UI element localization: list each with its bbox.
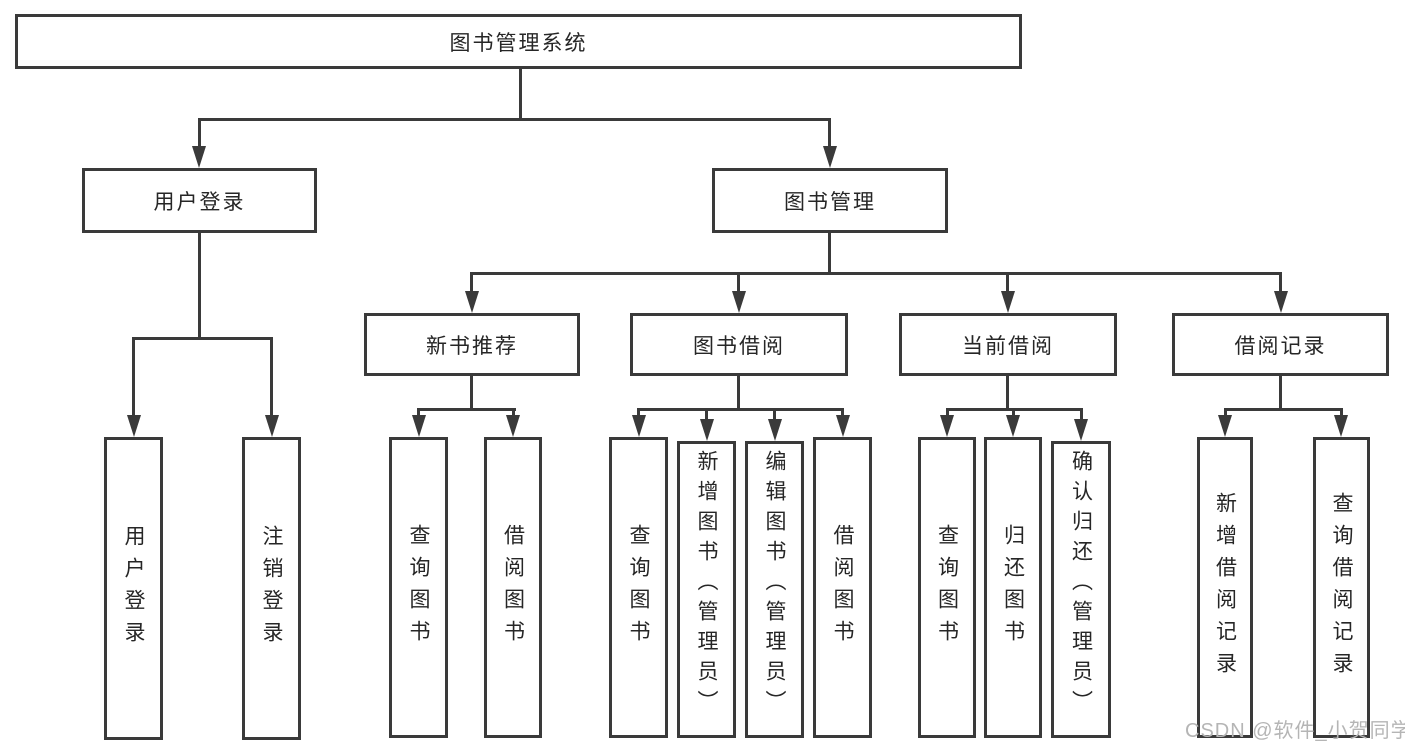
- arrow-down-icon: [1218, 415, 1232, 437]
- node-current-borrow: 当前借阅: [899, 313, 1117, 376]
- edge-newbookrec-d2: [512, 408, 515, 415]
- edge-bookborrow-branch: [637, 408, 844, 411]
- leaf-current-return-label: 归还图书: [1001, 523, 1025, 652]
- csdn-watermark: CSDN @软件_小贺同学: [1185, 720, 1405, 742]
- edge-to-borrowrecord: [1279, 272, 1282, 291]
- edge-userlogin-stem: [198, 233, 201, 337]
- leaf-newbook-query: 查询图书: [389, 437, 448, 738]
- leaf-borrow-query: 查询图书: [609, 437, 668, 738]
- leaf-current-confirm-label: 确认归还（管理员）: [1069, 450, 1093, 720]
- arrow-down-icon: [1006, 415, 1020, 437]
- edge-bookborrow-stem: [737, 376, 740, 408]
- edge-newbookrec-branch: [417, 408, 516, 411]
- arrow-down-icon: [732, 291, 746, 313]
- arrow-down-icon: [700, 419, 714, 441]
- arrow-down-icon: [412, 415, 426, 437]
- arrow-down-icon: [1334, 415, 1348, 437]
- edge-borrowrecord-d2: [1340, 408, 1343, 415]
- node-book-mgmt-label: 图书管理: [784, 190, 876, 214]
- edge-userlogin-to-logout: [270, 337, 273, 415]
- edge-bookborrow-d2: [705, 408, 708, 419]
- arrow-down-icon: [192, 146, 206, 168]
- edge-userlogin-branch: [132, 337, 272, 340]
- node-current-borrow-label: 当前借阅: [962, 334, 1054, 358]
- leaf-borrow-edit: 编辑图书（管理员）: [745, 441, 804, 738]
- edge-to-currentborrow: [1006, 272, 1009, 291]
- arrow-down-icon: [632, 415, 646, 437]
- arrow-down-icon: [823, 146, 837, 168]
- arrow-down-icon: [768, 419, 782, 441]
- edge-root-to-userlogin: [198, 118, 201, 146]
- node-borrow-record-label: 借阅记录: [1234, 334, 1327, 358]
- edge-currentborrow-d2: [1012, 408, 1015, 415]
- arrow-down-icon: [127, 415, 141, 437]
- edge-bookmgmt-stem: [828, 233, 831, 272]
- leaf-borrow-edit-label: 编辑图书（管理员）: [763, 450, 786, 720]
- node-book-mgmt: 图书管理: [712, 168, 948, 233]
- leaf-current-confirm: 确认归还（管理员）: [1051, 441, 1111, 738]
- edge-borrowrecord-branch: [1224, 408, 1343, 411]
- edge-newbookrec-d1: [417, 408, 420, 415]
- edge-root-to-bookmgmt: [828, 118, 831, 146]
- edge-bookborrow-d4: [841, 408, 844, 415]
- arrow-down-icon: [506, 415, 520, 437]
- leaf-logout-label: 注销登录: [260, 524, 283, 653]
- node-user-login: 用户登录: [82, 168, 317, 233]
- leaf-logout: 注销登录: [242, 437, 301, 740]
- arrow-down-icon: [265, 415, 279, 437]
- leaf-borrow-add-label: 新增图书（管理员）: [695, 450, 718, 720]
- leaf-user-login-label: 用户登录: [122, 524, 145, 653]
- edge-newbookrec-stem: [470, 376, 473, 408]
- edge-root-stem: [519, 69, 522, 118]
- edge-userlogin-to-login: [132, 337, 135, 415]
- leaf-current-query: 查询图书: [918, 437, 976, 738]
- leaf-record-add: 新增借阅记录: [1197, 437, 1253, 738]
- arrow-down-icon: [836, 415, 850, 437]
- leaf-newbook-borrow: 借阅图书: [484, 437, 542, 738]
- arrow-down-icon: [1074, 419, 1088, 441]
- edge-to-bookborrow: [737, 272, 740, 291]
- leaf-borrow-query-label: 查询图书: [627, 523, 650, 652]
- edge-to-newbookrec: [470, 272, 473, 291]
- node-new-book-rec-label: 新书推荐: [426, 334, 518, 358]
- leaf-borrow-add: 新增图书（管理员）: [677, 441, 736, 738]
- leaf-record-query-label: 查询借阅记录: [1330, 491, 1353, 684]
- leaf-newbook-query-label: 查询图书: [407, 523, 430, 652]
- arrow-down-icon: [465, 291, 479, 313]
- leaf-record-query: 查询借阅记录: [1313, 437, 1370, 738]
- node-book-borrow: 图书借阅: [630, 313, 848, 376]
- node-user-login-label: 用户登录: [153, 190, 246, 214]
- leaf-current-return: 归还图书: [984, 437, 1042, 738]
- node-root-label: 图书管理系统: [449, 31, 588, 55]
- leaf-current-query-label: 查询图书: [935, 523, 959, 652]
- node-root: 图书管理系统: [15, 14, 1022, 69]
- node-book-borrow-label: 图书借阅: [693, 334, 785, 358]
- edge-root-branch: [198, 118, 831, 121]
- edge-bookborrow-d1: [637, 408, 640, 415]
- arrow-down-icon: [1274, 291, 1288, 313]
- arrow-down-icon: [940, 415, 954, 437]
- leaf-borrow-book-label: 借阅图书: [831, 523, 854, 652]
- leaf-record-add-label: 新增借阅记录: [1213, 491, 1237, 684]
- edge-bookborrow-d3: [773, 408, 776, 419]
- edge-bookmgmt-branch: [470, 272, 1281, 275]
- leaf-user-login: 用户登录: [104, 437, 163, 740]
- node-borrow-record: 借阅记录: [1172, 313, 1389, 376]
- edge-borrowrecord-d1: [1224, 408, 1227, 415]
- arrow-down-icon: [1001, 291, 1015, 313]
- leaf-newbook-borrow-label: 借阅图书: [501, 523, 525, 652]
- edge-currentborrow-d1: [946, 408, 949, 415]
- node-new-book-rec: 新书推荐: [364, 313, 580, 376]
- leaf-borrow-book: 借阅图书: [813, 437, 872, 738]
- edge-currentborrow-stem: [1006, 376, 1009, 408]
- edge-borrowrecord-stem: [1279, 376, 1282, 408]
- edge-currentborrow-d3: [1080, 408, 1083, 419]
